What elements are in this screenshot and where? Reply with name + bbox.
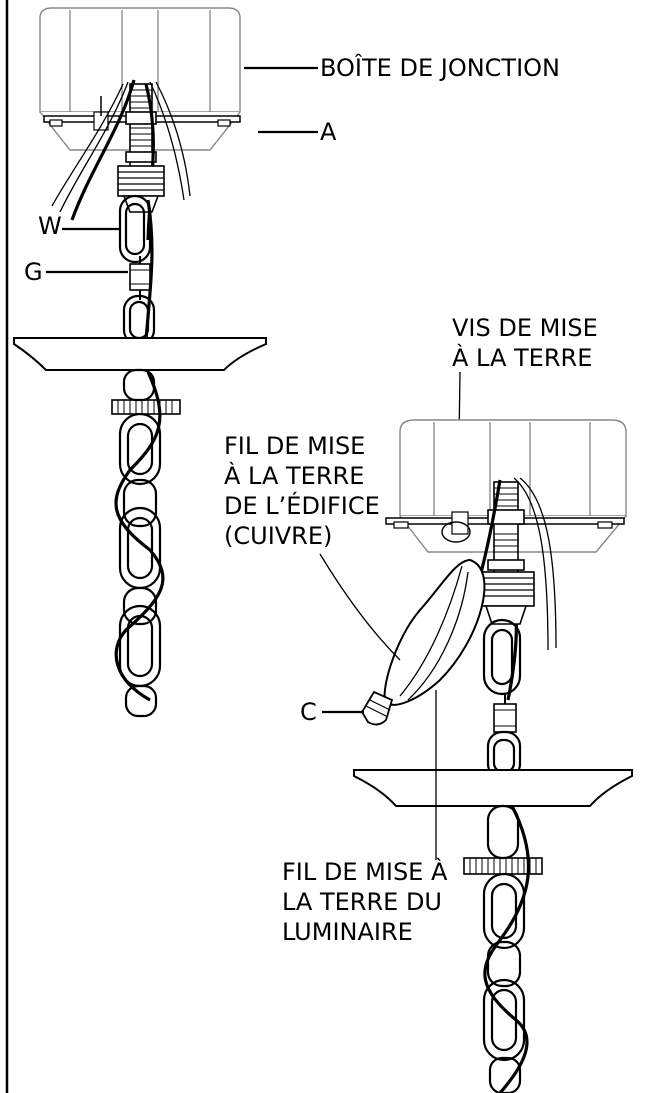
- label-building-ground-line1: FIL DE MISE: [224, 432, 365, 460]
- canopy-left: [13, 337, 267, 371]
- label-g: G: [24, 258, 43, 286]
- label-fixture-ground-line1: FIL DE MISE À: [282, 857, 448, 886]
- chain-left-lower: [111, 368, 181, 718]
- label-ground-screw-line2: À LA TERRE: [452, 343, 592, 372]
- label-building-ground-line2: À LA TERRE: [224, 461, 364, 490]
- label-w: W: [38, 212, 62, 240]
- label-c: C: [300, 698, 317, 726]
- chain-left-upper: [118, 194, 156, 346]
- leader-building-ground: [319, 553, 401, 661]
- canopy-right: [353, 769, 633, 807]
- label-building-ground-line4: (CUIVRE): [224, 522, 332, 550]
- label-a: A: [320, 118, 337, 146]
- label-ground-screw-line1: VIS DE MISE: [452, 314, 598, 342]
- loop-nut-right: [477, 571, 535, 625]
- label-building-ground-line3: DE L’ÉDIFICE: [224, 491, 380, 520]
- chain-right-lower: [463, 804, 543, 1093]
- splice-bundle: [383, 558, 486, 706]
- chain-right-upper: [482, 618, 522, 780]
- threaded-nipple-left: [125, 83, 157, 175]
- label-fixture-ground-line2: LA TERRE DU: [282, 888, 442, 916]
- threaded-nipple-right: [487, 481, 525, 579]
- loop-nut-left: [117, 165, 165, 213]
- label-junction-box: BOÎTE DE JONCTION: [320, 53, 560, 82]
- wire-nut: [360, 690, 394, 726]
- wires-left: [51, 79, 191, 241]
- label-fixture-ground-line3: LUMINAIRE: [282, 918, 413, 946]
